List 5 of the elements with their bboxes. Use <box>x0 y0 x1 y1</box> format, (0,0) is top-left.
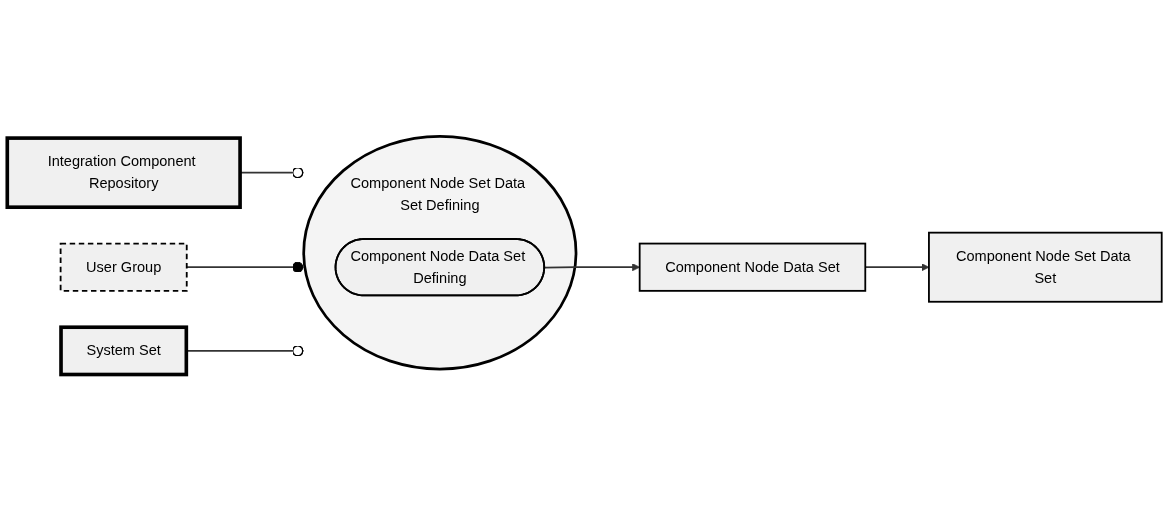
node-box: Integration Component Repository <box>5 135 242 209</box>
node-box: Component Node Set Data Set <box>928 231 1163 303</box>
node-box: Component Node Data Set <box>638 242 867 292</box>
node-box: System Set <box>59 325 189 376</box>
node-box: User Group <box>59 242 188 292</box>
